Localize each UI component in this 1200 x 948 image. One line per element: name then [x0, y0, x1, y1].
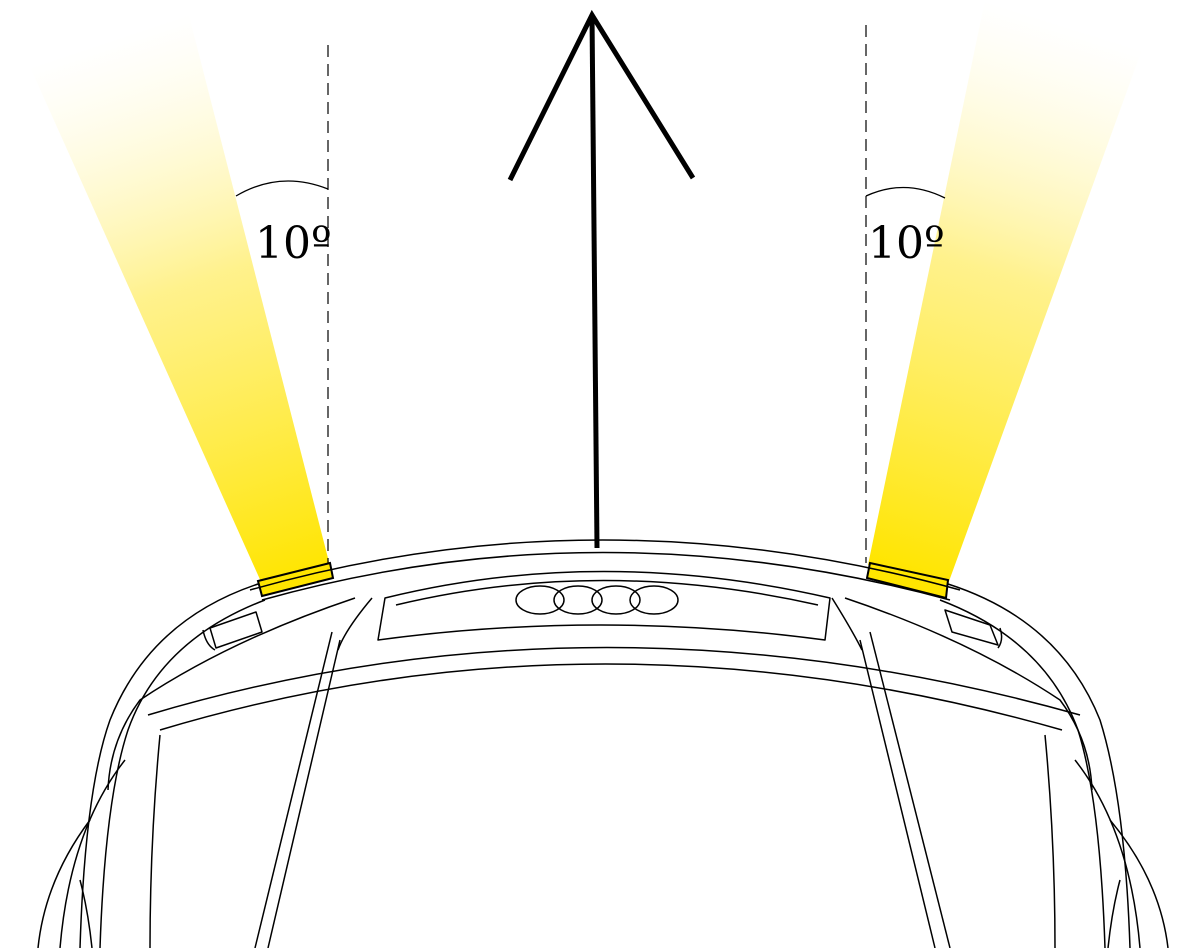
- right-angle-label: 10º: [868, 218, 945, 269]
- arrow-up-icon: [507, 9, 696, 549]
- left-angle-label: 10º: [255, 218, 332, 269]
- left-headlamp: [256, 561, 335, 598]
- right-angle-arc: [865, 186, 946, 199]
- left-light-beam: [0, 0, 330, 584]
- right-light-beam: [868, 0, 1160, 584]
- audi-rings-logo: [515, 585, 679, 615]
- car-outline: [37, 539, 1169, 948]
- left-angle-arc: [235, 180, 329, 197]
